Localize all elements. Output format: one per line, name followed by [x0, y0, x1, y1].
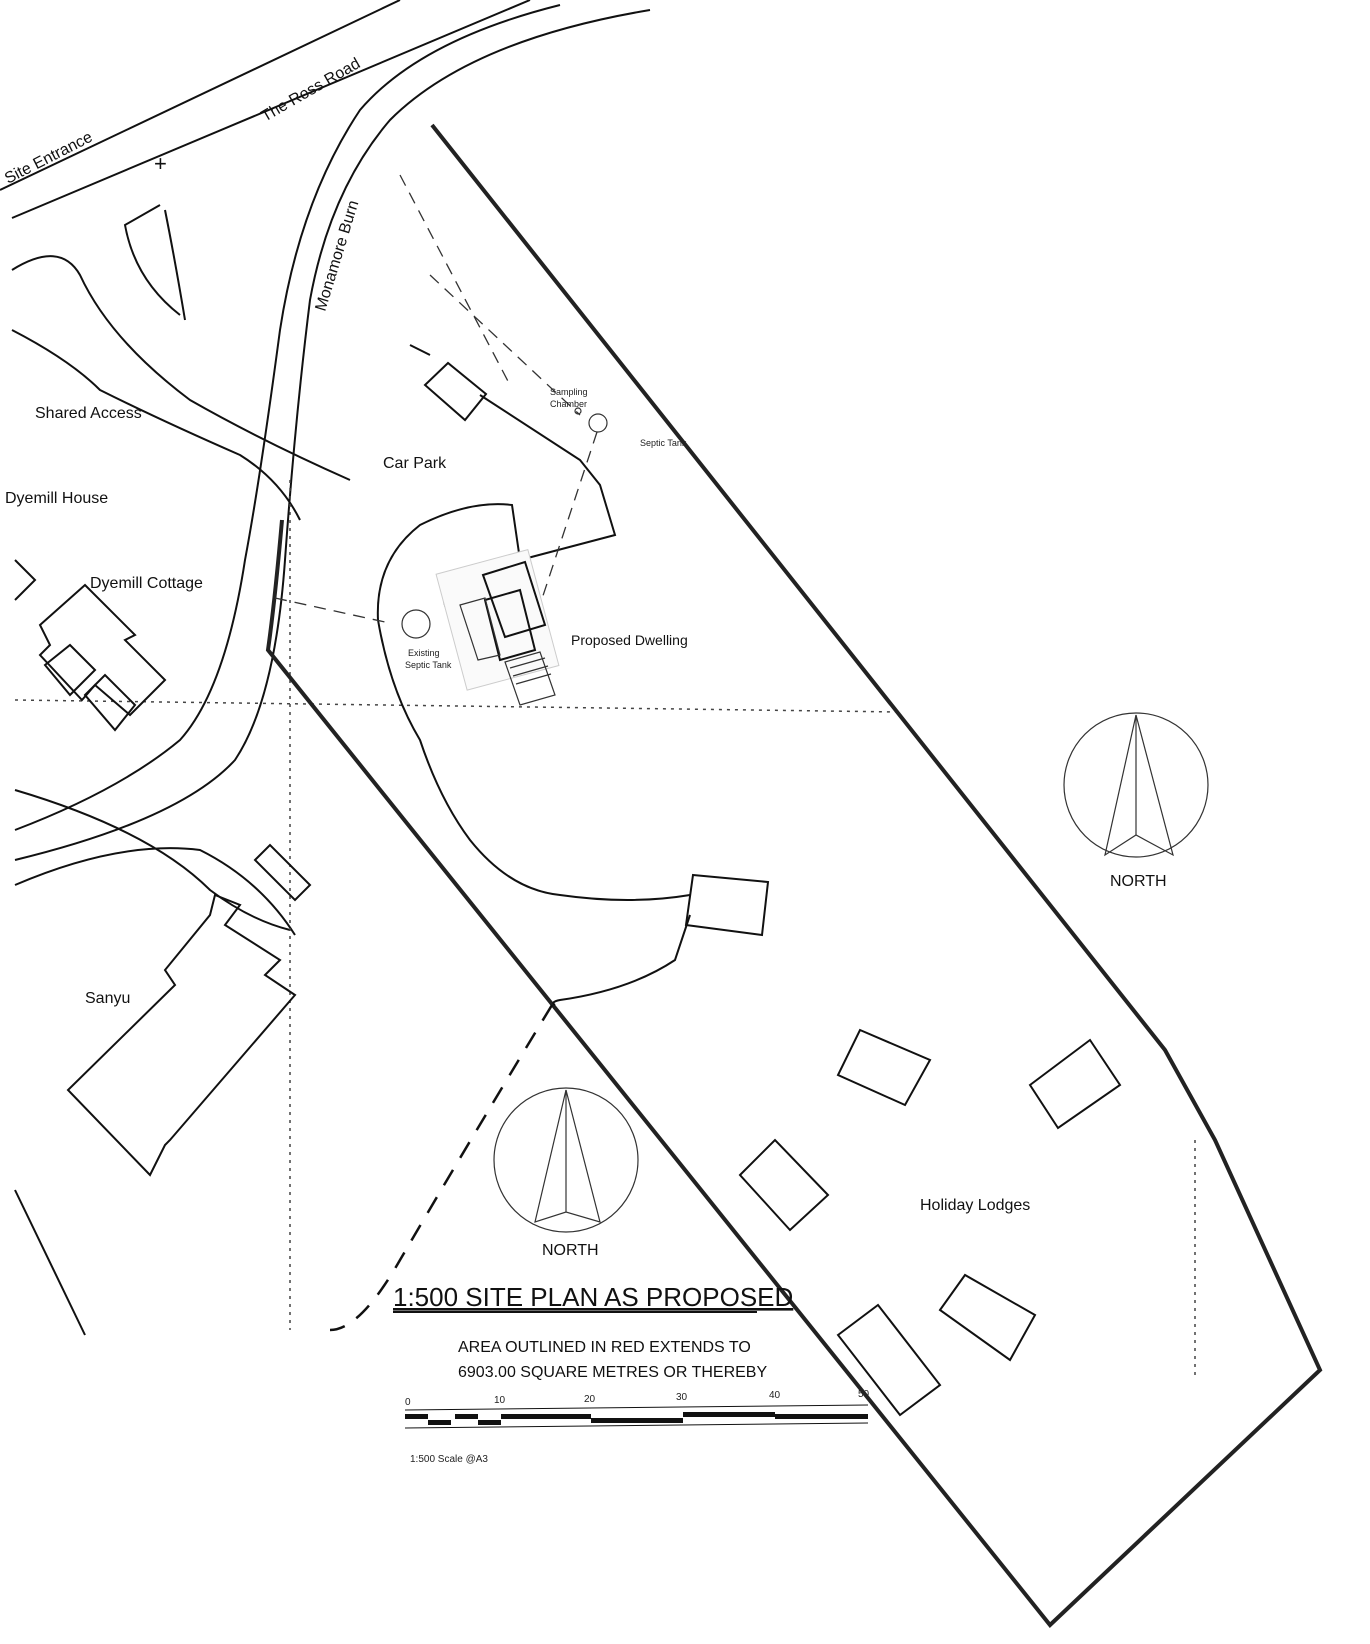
- site-entrance-label: Site Entrance: [2, 129, 95, 188]
- dyemill-cottage-label: Dyemill Cottage: [90, 575, 203, 592]
- septic-tank-label: Septic Tank: [640, 438, 687, 448]
- drain-line-2: [429, 274, 581, 416]
- lower-boundary-line: [14, 1189, 86, 1336]
- sanyu-building: [66, 893, 297, 1177]
- access-track: [123, 204, 186, 321]
- driveway: [376, 503, 691, 1006]
- dyemill-house-label: Dyemill House: [5, 490, 108, 507]
- site-boundary: [265, 123, 1323, 1628]
- scale-tick-0: 0: [405, 1397, 411, 1408]
- lower-track: [14, 789, 296, 936]
- scale-tick-20: 20: [584, 1394, 596, 1405]
- existing-septic-tank-icon: [401, 609, 431, 639]
- scale-caption: 1:500 Scale @A3: [410, 1454, 488, 1465]
- shed-building: [253, 843, 312, 902]
- existing-septic-label-2: Septic Tank: [405, 660, 452, 670]
- car-park-edge: [409, 344, 617, 561]
- dashed-boundary: [329, 1004, 554, 1332]
- lodge: [1028, 1038, 1122, 1130]
- sanyu-label: Sanyu: [85, 990, 130, 1007]
- proposed-dwelling-plan: [435, 549, 560, 706]
- grid-line-horizontal: [14, 699, 901, 713]
- proposed-dwelling-label: Proposed Dwelling: [571, 632, 688, 648]
- scale-tick-10: 10: [494, 1395, 506, 1406]
- drain-line-1: [399, 174, 511, 386]
- sampling-chamber-label: Sampling: [550, 387, 588, 397]
- holiday-lodges-label: Holiday Lodges: [920, 1197, 1030, 1214]
- lodge: [836, 1303, 942, 1417]
- ross-road: [0, 0, 531, 219]
- sampling-chamber-icon: [574, 407, 582, 415]
- lodge: [938, 1273, 1037, 1362]
- scale-tick-40: 40: [769, 1390, 781, 1401]
- scale-tick-50: 50: [858, 1389, 870, 1400]
- north-label-1: NORTH: [1110, 873, 1167, 890]
- site-entrance-marker-icon: +: [154, 151, 167, 176]
- monamore-burn: [14, 4, 651, 861]
- drain-line-3: [534, 431, 598, 621]
- area-note-line-2: 6903.00 SQUARE METRES OR THEREBY: [458, 1364, 767, 1381]
- shared-access-lane: [11, 255, 351, 521]
- septic-tank-icon: [588, 413, 608, 433]
- holiday-lodges: [684, 873, 1122, 1417]
- sampling-chamber-label-2: Chamber: [550, 399, 587, 409]
- drawing-title: 1:500 SITE PLAN AS PROPOSED: [393, 1282, 793, 1312]
- north-arrow-icon: [1063, 712, 1209, 858]
- car-park-label: Car Park: [383, 455, 447, 472]
- lodge: [738, 1138, 830, 1232]
- existing-septic-label: Existing: [408, 648, 440, 658]
- shared-access-label: Shared Access: [35, 405, 142, 422]
- drain-line-4: [274, 597, 386, 623]
- car-park-shed: [423, 361, 488, 422]
- north-label-2: NORTH: [542, 1242, 599, 1259]
- lodge: [836, 1028, 932, 1107]
- scale-tick-30: 30: [676, 1392, 688, 1403]
- area-note-line-1: AREA OUTLINED IN RED EXTENDS TO: [458, 1339, 751, 1356]
- dyemill-cottage-building: [14, 559, 167, 732]
- scale-bar: 0 10 20 30 40 50 1:500 Scale @A3: [404, 1389, 870, 1465]
- road-label: The Ross Road: [259, 55, 364, 125]
- lodge: [684, 873, 770, 937]
- north-arrow-icon: [493, 1087, 639, 1233]
